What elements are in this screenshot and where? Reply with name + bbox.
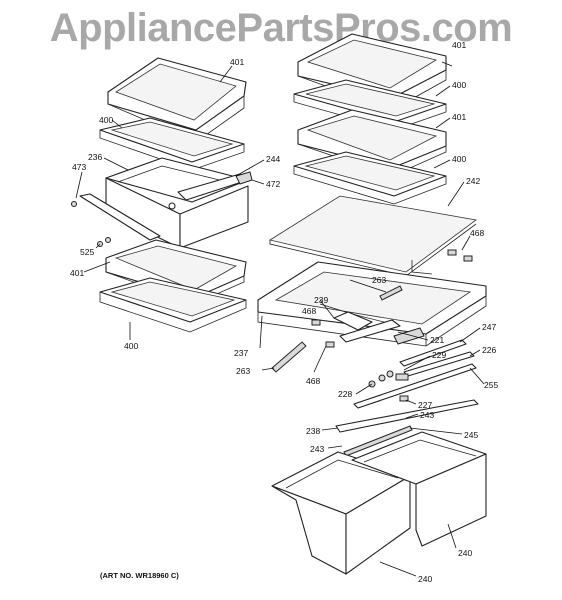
label-229: 229 (432, 350, 446, 360)
latch-229 (395, 373, 409, 381)
label-240: 240 (458, 548, 472, 558)
foot-468-center (311, 319, 335, 348)
label-226: 226 (482, 345, 496, 355)
label-245: 245 (464, 430, 478, 440)
shelf-401-right (297, 109, 447, 177)
label-401: 401 (230, 57, 244, 67)
crisper-240-right (351, 431, 487, 547)
label-221: 221 (430, 335, 444, 345)
label-401: 401 (70, 268, 84, 278)
label-468: 468 (306, 376, 320, 386)
label-468: 468 (470, 228, 484, 238)
label-227: 227 (418, 400, 432, 410)
leader-lines (75, 61, 485, 577)
label-401: 401 (452, 40, 466, 50)
label-238: 238 (306, 426, 320, 436)
label-400: 400 (452, 154, 466, 164)
strip-255 (353, 363, 477, 409)
label-468: 468 (302, 306, 316, 316)
label-472: 472 (266, 179, 280, 189)
shelf-frame-400-left (99, 117, 245, 171)
part-labels: 401 400 236 244 473 472 525 401 400 401 … (70, 40, 498, 584)
bar-221 (339, 319, 425, 345)
label-236: 236 (88, 152, 102, 162)
label-400: 400 (452, 80, 466, 90)
rail-473 (71, 193, 161, 241)
label-247: 247 (482, 322, 496, 332)
label-242: 242 (466, 176, 480, 186)
art-number: (ART NO. WR18960 C) (100, 571, 179, 580)
divider-238 (335, 399, 479, 433)
label-263: 263 (372, 275, 386, 285)
clip-228 (368, 370, 394, 388)
strip-247 (399, 339, 467, 367)
label-473: 473 (72, 162, 86, 172)
label-401: 401 (452, 112, 466, 122)
label-228: 228 (338, 389, 352, 399)
label-525: 525 (80, 247, 94, 257)
shelf-401-lower-left (105, 239, 247, 305)
clip-525 (97, 237, 111, 247)
label-400: 400 (124, 341, 138, 351)
foot-468-right (447, 249, 473, 262)
label-237: 237 (234, 348, 248, 358)
bracket-239 (333, 311, 373, 331)
watermark: AppliancePartsPros.com (49, 6, 513, 50)
rail-263-lower (271, 341, 307, 373)
label-240: 240 (418, 574, 432, 584)
label-243: 243 (420, 410, 434, 420)
label-255: 255 (484, 380, 498, 390)
shelf-401-top-right (297, 33, 447, 111)
clip-227 (399, 395, 409, 402)
shelf-401-top-left (107, 57, 247, 143)
label-263: 263 (236, 366, 250, 376)
glass-panel-242 (268, 195, 477, 277)
frame-237 (257, 260, 487, 347)
rail-263-upper (379, 285, 403, 301)
label-243: 243 (310, 444, 324, 454)
label-239: 239 (314, 295, 328, 305)
drawer-236 (105, 157, 249, 249)
label-244: 244 (266, 154, 280, 164)
shelf-frame-400-lower-left (99, 277, 247, 333)
shelf-frame-400-right-2 (293, 151, 447, 205)
cover-244 (177, 171, 253, 201)
label-400: 400 (99, 115, 113, 125)
